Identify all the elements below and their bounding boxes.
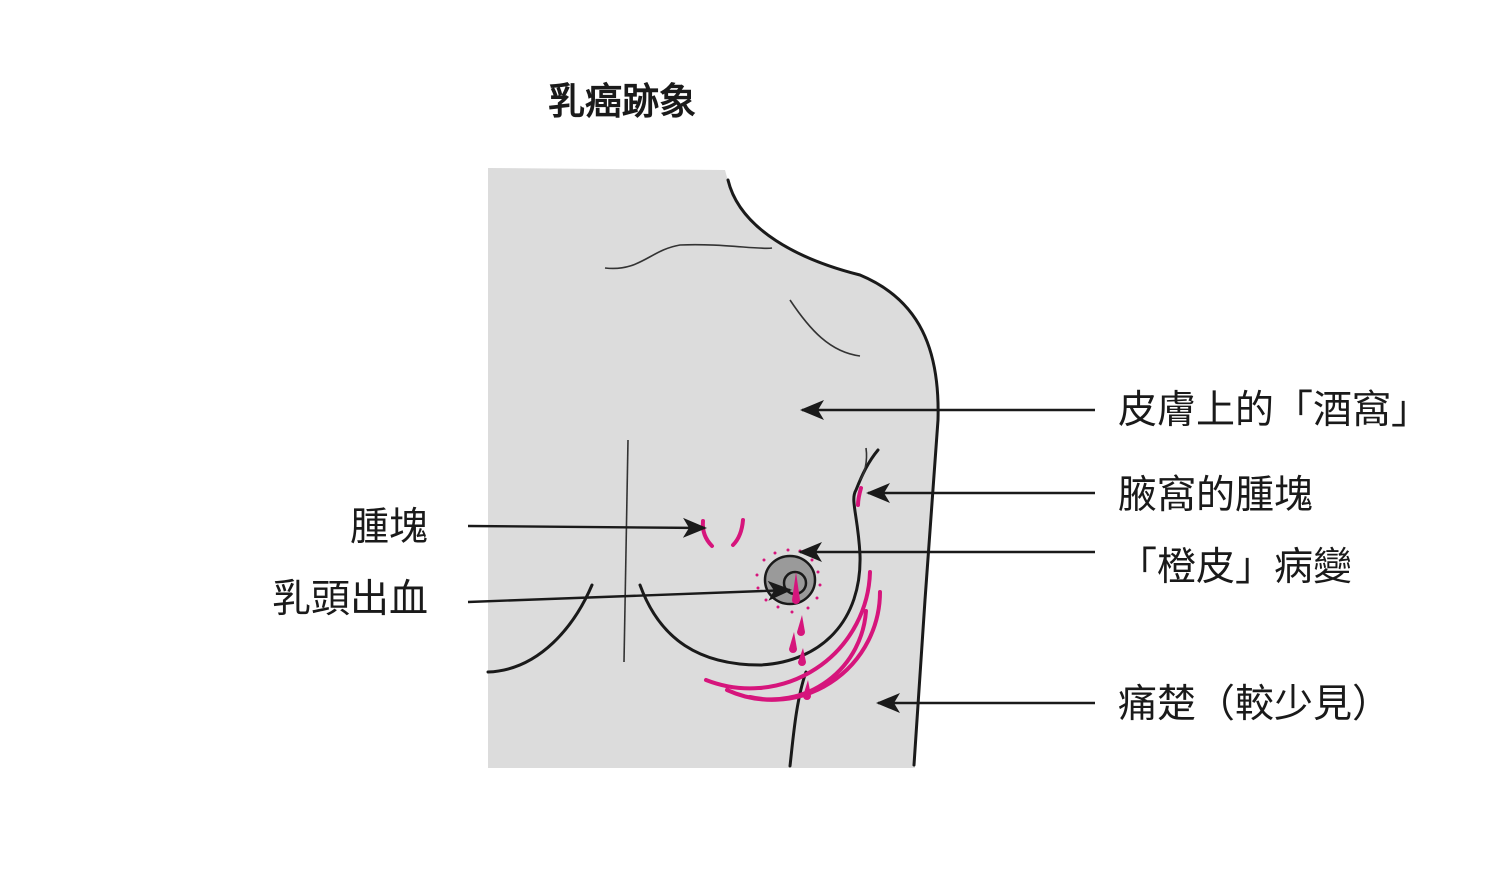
torso-fill bbox=[488, 168, 939, 768]
torso-illustration bbox=[486, 168, 940, 768]
arrow-nipple-bleeding bbox=[467, 580, 792, 604]
abdomen-line bbox=[788, 670, 808, 768]
right-breast-outline bbox=[638, 448, 880, 667]
label-orange-peel: 「橙皮」病變 bbox=[1118, 545, 1352, 590]
diagram-title: 乳癌跡象 bbox=[548, 80, 696, 123]
armpit-line bbox=[859, 447, 868, 481]
label-lump: 腫塊 bbox=[350, 505, 428, 550]
shoulder-outline bbox=[726, 178, 940, 767]
collarbone-line bbox=[604, 243, 773, 270]
chest-line bbox=[789, 299, 861, 357]
arrow-lump bbox=[467, 517, 707, 538]
pain-arcs bbox=[704, 570, 882, 702]
left-breast-outline bbox=[486, 583, 594, 674]
label-armpit-lump: 腋窩的腫塊 bbox=[1118, 473, 1313, 518]
sternum-line bbox=[623, 439, 629, 663]
label-skin-dimple: 皮膚上的「酒窩」 bbox=[1118, 388, 1430, 433]
callout-arrows bbox=[467, 400, 1095, 713]
label-nipple-bleeding: 乳頭出血 bbox=[272, 577, 428, 622]
label-pain: 痛楚（較少見） bbox=[1118, 682, 1391, 727]
